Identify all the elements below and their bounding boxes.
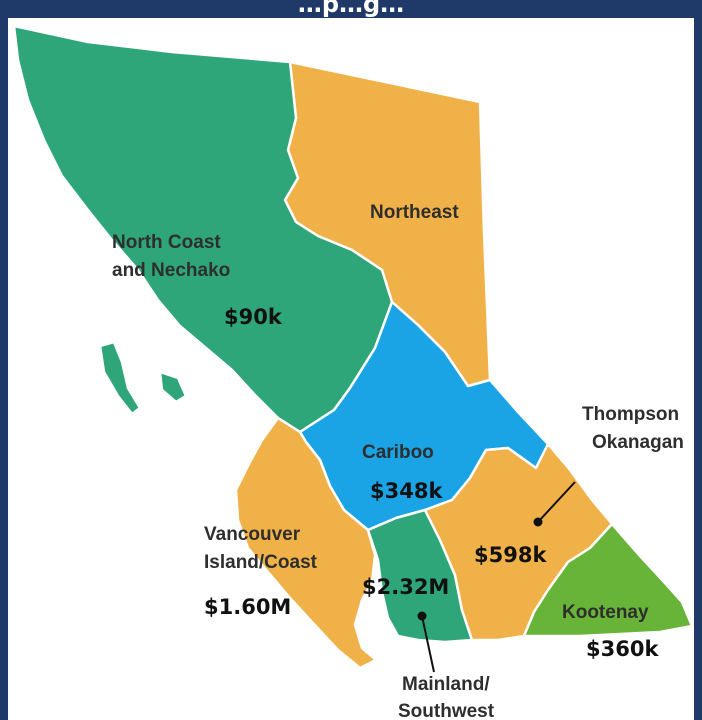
mainland-southwest-name-line1: Mainland/ — [402, 674, 490, 695]
thompson-okanagan-name-line1: Thompson — [582, 404, 679, 425]
thompson-leader-line — [537, 481, 576, 523]
map-title: …p…g… — [298, 0, 404, 18]
region-kootenay[interactable] — [522, 522, 694, 638]
cariboo-name: Cariboo — [362, 442, 434, 463]
mainland-leader-dot — [417, 611, 427, 621]
mainland-southwest-name-line2: Southwest — [398, 701, 495, 720]
region-haida-gwaii — [98, 340, 142, 416]
thompson-okanagan-value: $598k — [474, 543, 547, 567]
mainland-southwest-value: $2.32M — [362, 575, 449, 599]
region-coastal-island — [158, 370, 188, 404]
north-coast-name-line1: North Coast — [112, 232, 221, 253]
mainland-leader-line — [421, 615, 435, 673]
kootenay-name: Kootenay — [562, 602, 649, 623]
vancouver-island-name-line1: Vancouver — [204, 524, 301, 545]
thompson-okanagan-name-line2: Okanagan — [592, 432, 684, 453]
region-vancouver-island-coast[interactable] — [234, 416, 378, 670]
northeast-name: Northeast — [370, 202, 459, 223]
north-coast-name-line2: and Nechako — [112, 260, 230, 281]
cariboo-value: $348k — [370, 479, 443, 503]
north-coast-value: $90k — [224, 305, 283, 329]
vancouver-island-name-line2: Island/Coast — [204, 552, 318, 573]
vancouver-island-value: $1.60M — [204, 595, 291, 619]
kootenay-value: $360k — [586, 637, 659, 661]
thompson-leader-dot — [533, 517, 543, 527]
